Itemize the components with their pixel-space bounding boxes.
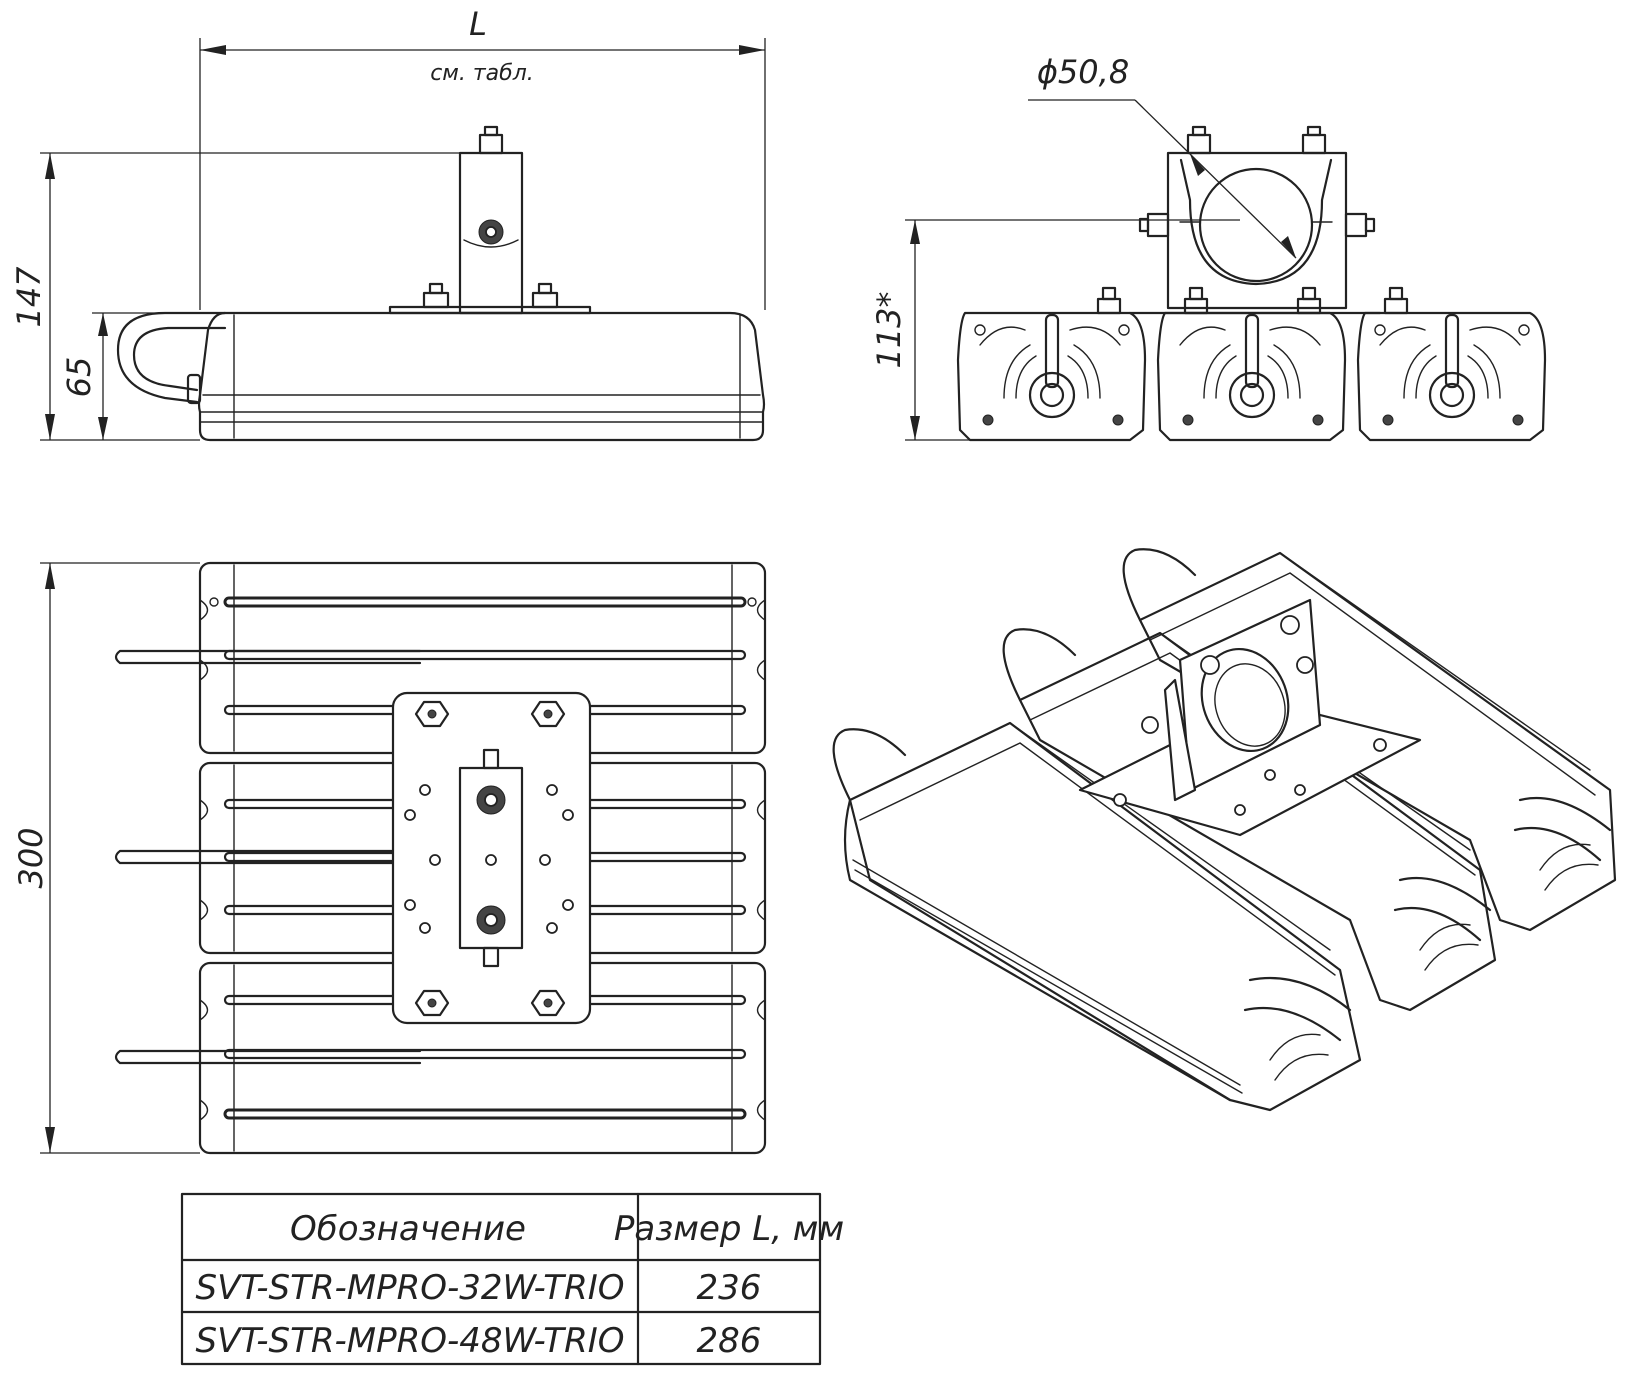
table-header-designation: Обозначение	[290, 1209, 526, 1249]
dimension-table: Обозначение Размер L, мм SVT-STR-MPRO-32…	[180, 1192, 844, 1366]
dim-height-side-label: 113*	[870, 291, 908, 368]
dim-pipe-diameter-label: ϕ50,8	[1037, 53, 1129, 91]
side-housing-1	[956, 286, 1147, 442]
dim-height-total-label: 147	[10, 266, 48, 328]
side-view: 113* ϕ50,8	[870, 53, 1547, 442]
dim-width-label: 300	[12, 827, 50, 888]
table-row-1-designation: SVT-STR-MPRO-32W-TRIO	[196, 1268, 625, 1308]
iso-module-front	[832, 721, 1362, 1112]
isometric-view	[832, 548, 1617, 1112]
table-row-2-designation: SVT-STR-MPRO-48W-TRIO	[196, 1321, 625, 1361]
top-view: 300	[12, 561, 767, 1155]
table-row-1-size: 236	[697, 1268, 762, 1308]
side-housing-2	[1156, 286, 1347, 442]
dim-height-body-label: 65	[60, 357, 98, 398]
dim-length-label: L	[469, 5, 487, 43]
table-header-size: Размер L, мм	[614, 1209, 844, 1249]
table-row-2-size: 286	[697, 1321, 762, 1361]
dim-length-note: см. табл.	[430, 61, 534, 86]
front-view: L см. табл. 147 65	[10, 5, 766, 442]
side-housing-3	[1356, 286, 1547, 442]
top-module-1	[114, 561, 767, 755]
